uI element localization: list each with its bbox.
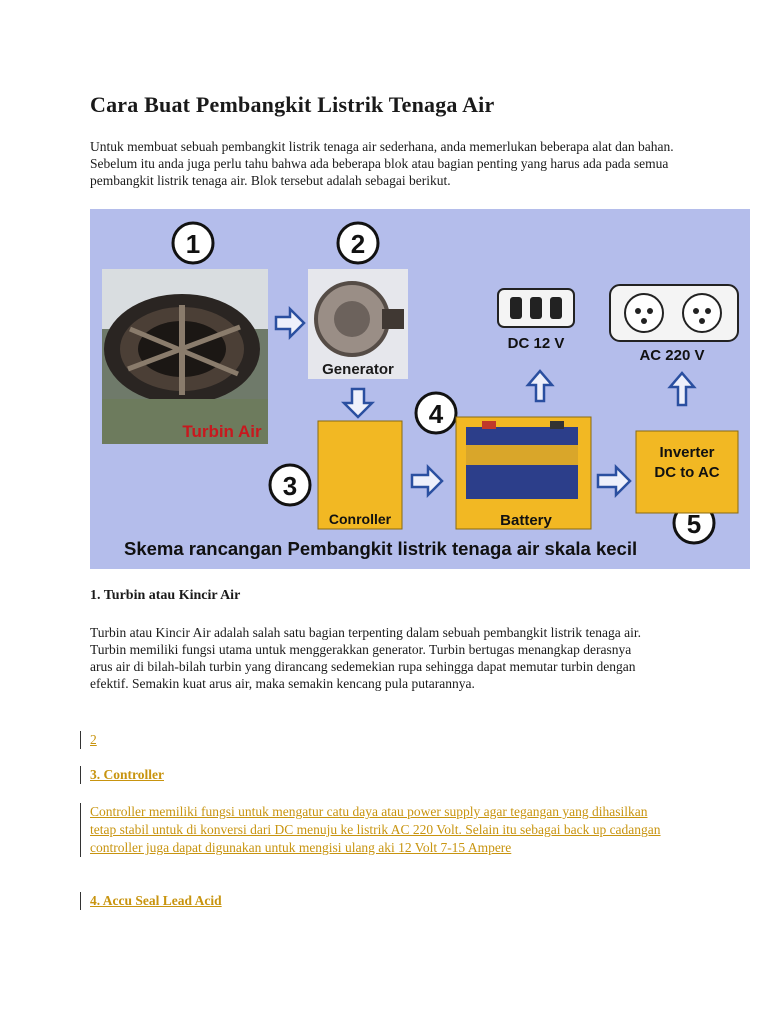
link-controller-heading[interactable]: 3. Controller	[90, 767, 164, 782]
step-4-number: 4	[429, 399, 444, 429]
diagram-caption: Skema rancangan Pembangkit listrik tenag…	[124, 538, 637, 559]
ac-socket-image: AC 220 V	[610, 285, 738, 364]
link-accu-heading[interactable]: 4. Accu Seal Lead Acid	[90, 893, 222, 908]
arrow-up-1	[528, 371, 552, 401]
schema-diagram: 1 2 3 4 5 Turbin Air	[90, 209, 750, 569]
inverter-label-line2: DC to AC	[654, 464, 719, 481]
generator-image: Generator	[308, 269, 408, 379]
link-block-4: 4. Accu Seal Lead Acid	[80, 892, 222, 910]
link-block-2: 2	[80, 731, 97, 749]
link-block-3: 3. Controller	[80, 766, 164, 784]
step-2-number: 2	[351, 229, 365, 259]
turbin-label: Turbin Air	[182, 422, 262, 441]
battery-image: Battery	[456, 417, 591, 529]
arrow-right-1	[276, 309, 304, 337]
arrow-up-2	[670, 373, 694, 405]
arrow-down-1	[344, 389, 372, 417]
link-block-3-body: Controller memiliki fungsi untuk mengatu…	[80, 803, 670, 857]
section-1-body: Turbin atau Kincir Air adalah salah satu…	[90, 624, 655, 692]
step-3-number: 3	[283, 471, 297, 501]
page-title: Cara Buat Pembangkit Listrik Tenaga Air	[90, 92, 690, 118]
link-item-2[interactable]: 2	[90, 732, 97, 747]
arrow-right-2	[412, 467, 442, 495]
turbine-image: Turbin Air	[102, 269, 268, 444]
controller-label: Conroller	[329, 511, 392, 527]
section-1-heading: 1. Turbin atau Kincir Air	[90, 588, 240, 604]
dc-socket-image: DC 12 V	[498, 289, 574, 352]
dc-label: DC 12 V	[508, 335, 565, 352]
arrow-right-3	[598, 467, 630, 495]
step-1-number: 1	[186, 229, 200, 259]
intro-paragraph: Untuk membuat sebuah pembangkit listrik …	[90, 138, 680, 189]
inverter-label-line1: Inverter	[659, 444, 714, 461]
generator-label: Generator	[322, 361, 394, 378]
link-controller-body[interactable]: Controller memiliki fungsi untuk mengatu…	[90, 804, 661, 855]
battery-label: Battery	[500, 512, 552, 529]
ac-label: AC 220 V	[639, 347, 704, 364]
